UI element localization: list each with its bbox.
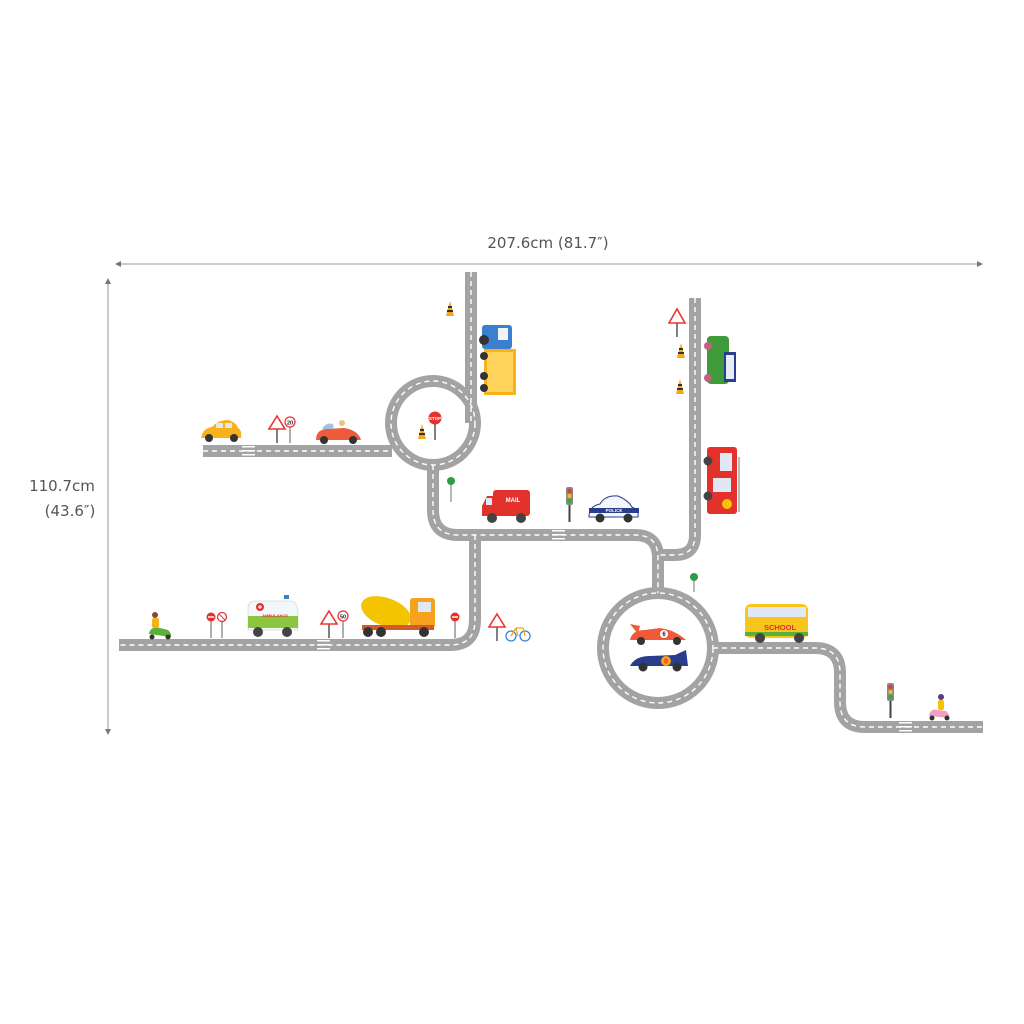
turn-sign — [447, 477, 455, 502]
height-label-in: (43.6″) — [45, 502, 96, 520]
lane-markings — [119, 272, 983, 728]
height-dimension: 110.7cm (43.6″) — [29, 278, 111, 735]
traffic-cone — [676, 379, 684, 394]
roads — [119, 272, 983, 733]
speed-limit-value: 50 — [340, 615, 346, 621]
traffic-light — [566, 487, 573, 522]
no-entry-sign — [450, 612, 460, 638]
ambulance: AMBULANCE — [247, 595, 299, 637]
no-parking-sign — [216, 611, 228, 638]
race-number: 8 — [664, 659, 668, 666]
mail-label: MAIL — [506, 498, 521, 504]
speed-limit-value: 20 — [287, 421, 293, 427]
height-label-cm: 110.7cm — [29, 477, 95, 495]
bicycle — [505, 627, 531, 642]
turn-sign — [690, 573, 698, 592]
police-car: POLICE — [588, 495, 639, 523]
pedestrian-crossing-sign — [267, 414, 287, 443]
race-number: 6 — [662, 632, 666, 638]
speed-limit-sign: 20 — [284, 416, 296, 443]
crosswalk — [242, 446, 255, 456]
width-label: 207.6cm (81.7″) — [487, 234, 608, 252]
yellow-car — [201, 420, 242, 442]
traffic-cone — [677, 343, 685, 358]
pink-scooter-rider — [929, 694, 950, 721]
school-label: SCHOOL — [764, 623, 797, 632]
scooter-rider — [149, 612, 172, 640]
stop-sign-label: STOP — [429, 416, 441, 421]
crosswalk — [899, 722, 912, 732]
speed-limit-sign: 50 — [337, 610, 349, 638]
bicycle-sign — [487, 612, 507, 641]
green-car — [704, 336, 736, 384]
no-entry-sign — [206, 612, 216, 638]
traffic-cone — [418, 424, 426, 439]
red-convertible — [316, 420, 361, 444]
ambulance-label: AMBULANCE — [262, 613, 288, 618]
traffic-cone — [446, 301, 454, 316]
mail-truck: MAIL — [482, 490, 530, 523]
fire-truck — [703, 447, 740, 514]
pedestrian-crossing-sign — [667, 307, 687, 337]
crosswalk — [317, 640, 330, 650]
police-label: POLICE — [606, 508, 623, 513]
red-race-car: 6 — [630, 624, 686, 645]
crosswalks — [242, 446, 912, 732]
width-dimension: 207.6cm (81.7″) — [115, 234, 983, 267]
pedestrian-crossing-sign — [319, 609, 339, 638]
cement-mixer-truck — [361, 596, 435, 637]
stop-sign: STOP — [428, 411, 442, 440]
blue-race-car: 8 — [630, 650, 688, 672]
crosswalk — [552, 530, 565, 540]
road-segment — [119, 272, 983, 733]
school-bus: SCHOOL — [745, 604, 808, 643]
dump-truck — [479, 325, 516, 395]
traffic-light — [887, 683, 894, 718]
